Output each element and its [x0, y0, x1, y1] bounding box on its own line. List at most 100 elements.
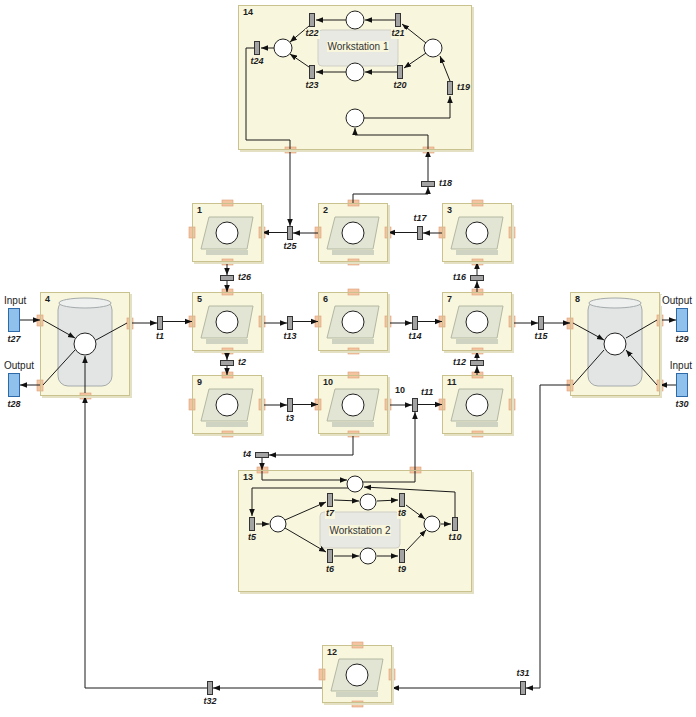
- transition-label: t21: [391, 29, 406, 39]
- workstation-2-illustration: [360, 548, 376, 564]
- workstation-2-illustration: [238, 470, 472, 592]
- workstation-2-illustration: [256, 524, 269, 525]
- module-box: 10: [318, 375, 388, 434]
- io-transition: Inputt27: [8, 308, 20, 332]
- workstation-2-illustration: [364, 487, 455, 517]
- transition-bar: t26: [220, 275, 234, 281]
- transition-bar: t31: [520, 681, 526, 695]
- arc-connector: [227, 281, 228, 292]
- transition-label: t11: [420, 388, 434, 398]
- arc-connector: [130, 323, 157, 324]
- storage-illustration: [588, 300, 642, 386]
- arc-connector: [418, 404, 442, 405]
- storage-illustration: [59, 298, 111, 308]
- transition-bar: t32: [207, 681, 213, 695]
- transition-bar: t23: [309, 65, 315, 79]
- module-number: 6: [322, 295, 329, 305]
- arc-connector: [227, 366, 228, 375]
- arc-connector: [293, 404, 318, 405]
- workstation-2-illustration: [262, 470, 347, 480]
- transition-bar: t1: [157, 316, 163, 330]
- module-illustration: [189, 289, 265, 354]
- module-number: 10: [322, 378, 334, 388]
- workstation-1-illustration: [440, 56, 450, 81]
- workstation-1-illustration: [355, 128, 428, 150]
- transition-bar: t9: [399, 549, 405, 563]
- workstation-2-illustration: [363, 470, 415, 482]
- storage-illustration: [37, 292, 663, 399]
- storage-illustration: [43, 350, 75, 385]
- storage-illustration: [573, 350, 604, 385]
- module-illustration: [315, 289, 391, 354]
- transition-label: t30: [675, 400, 690, 410]
- module-number: 14: [242, 8, 254, 18]
- workstation-1-illustration: [290, 54, 309, 67]
- module-number: 9: [196, 378, 203, 388]
- module-number: 1: [196, 206, 203, 216]
- workstation-1-illustration: [424, 39, 442, 57]
- module-illustration: [189, 200, 515, 707]
- transition-label: t14: [408, 332, 423, 342]
- arc-connector: [262, 323, 287, 324]
- arc-connector: [477, 281, 478, 292]
- transition-label: t29: [675, 335, 690, 345]
- transition-label: t23: [305, 81, 320, 91]
- arc-connector: [477, 262, 478, 275]
- transition-label: t28: [7, 400, 22, 410]
- workstation-2-illustration: [270, 516, 286, 532]
- transition-bar: t17: [417, 226, 423, 240]
- workstation-1-illustration: [238, 5, 472, 150]
- module-number: 3: [446, 206, 453, 216]
- storage-illustration: [589, 298, 641, 308]
- module-box: 9: [192, 375, 262, 434]
- module-illustration: [315, 372, 391, 437]
- transition-label: t25: [283, 242, 298, 252]
- module-box: 2: [318, 203, 388, 262]
- workstation-1-illustration: [318, 30, 398, 66]
- module-illustration: [189, 372, 265, 437]
- transition-label: t20: [393, 81, 408, 91]
- transition-label: t7: [325, 509, 335, 519]
- workstation-1-illustration: [246, 20, 450, 150]
- arc-connector: [423, 233, 442, 234]
- transition-label: t12: [452, 358, 467, 368]
- transition-bar: t3: [287, 398, 293, 412]
- transition-label: t31: [516, 669, 531, 679]
- transition-label: t24: [250, 57, 265, 67]
- workstation-1-illustration: [238, 5, 472, 153]
- storage-illustration: [573, 320, 657, 385]
- arc-connector: [227, 351, 228, 360]
- transition-label: t13: [283, 332, 298, 342]
- arc-connector: [660, 385, 676, 386]
- workstation-1-illustration: [364, 96, 450, 118]
- storage-illustration: [43, 320, 75, 338]
- module-number: 12: [326, 648, 338, 658]
- transition-label: t5: [247, 533, 257, 543]
- module-number: 2: [322, 206, 329, 216]
- arc-connector: [477, 351, 478, 360]
- workstation-2-illustration: [334, 556, 359, 557]
- storage-illustration: [74, 333, 96, 355]
- workstation-1-illustration: [346, 109, 364, 127]
- transition-label: t10: [448, 533, 463, 543]
- module-box: 7: [442, 292, 512, 351]
- workstation-1-illustration: [346, 63, 364, 81]
- workstation-1-illustration: [261, 48, 274, 49]
- transition-label: t8: [397, 509, 407, 519]
- transition-label: Input: [669, 360, 693, 371]
- arc-connector: [353, 187, 428, 203]
- workstation-name: Workstation 1: [327, 41, 390, 52]
- arc-connector: [290, 150, 291, 226]
- transition-bar: t7: [327, 493, 333, 507]
- transition-label: Output: [661, 295, 693, 306]
- workstation-1-illustration: [316, 20, 346, 21]
- module-illustration: [439, 200, 515, 265]
- io-transition: Inputt30: [676, 373, 688, 397]
- arc-connector: [262, 405, 287, 406]
- transition-label: Output: [3, 360, 35, 371]
- module-illustration: [439, 372, 515, 437]
- module-box: 14Workstation 1t22t21t24t19t23t20: [238, 5, 472, 150]
- transition-bar: t13: [287, 316, 293, 330]
